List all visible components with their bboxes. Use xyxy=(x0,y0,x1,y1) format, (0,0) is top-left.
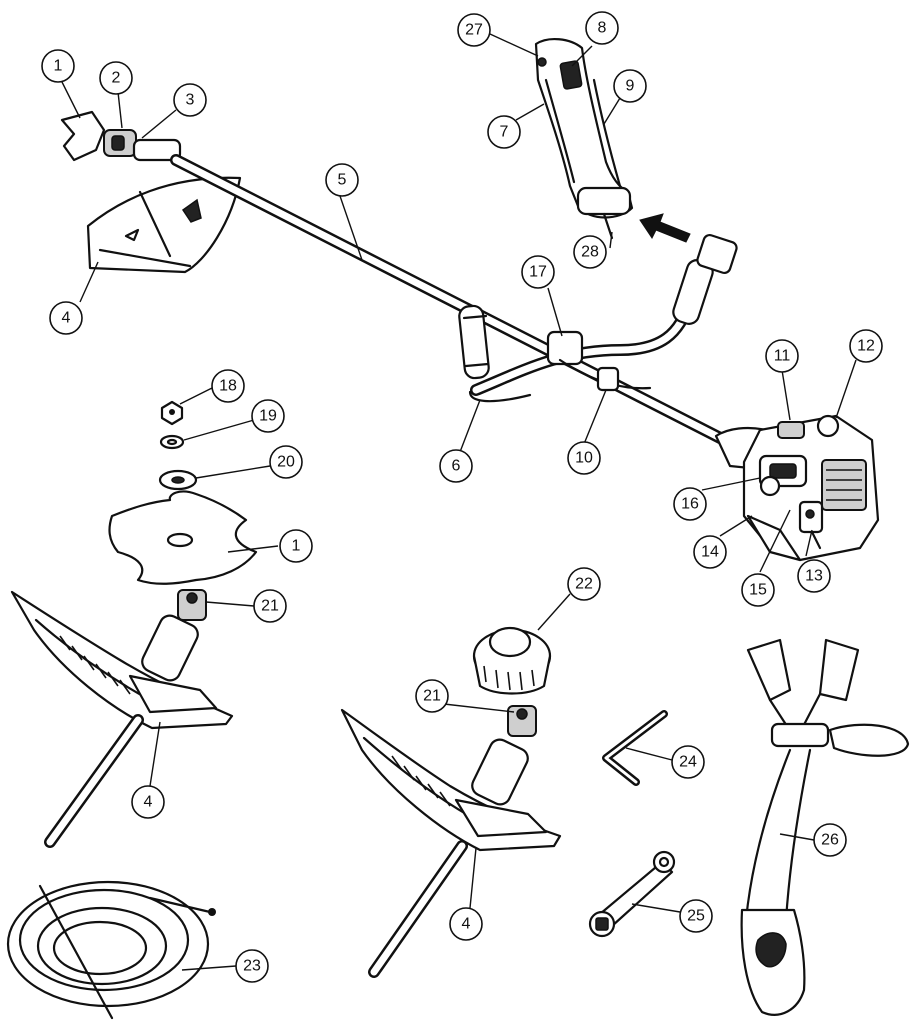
cylinder-cover xyxy=(821,459,867,511)
spanner-wrench xyxy=(588,850,676,938)
callout-23: 23 xyxy=(235,949,269,983)
svg-text:4: 4 xyxy=(62,310,71,327)
harness-buckle-icon xyxy=(755,932,787,968)
svg-text:23: 23 xyxy=(243,958,261,975)
trimmer-head xyxy=(472,626,552,695)
handlebar-assembly xyxy=(458,233,738,403)
left-guard-assembly xyxy=(10,589,234,848)
choke-knob xyxy=(759,475,781,497)
svg-text:5: 5 xyxy=(338,172,347,189)
callout-20: 20 xyxy=(269,445,303,479)
fuel-cap xyxy=(816,414,840,438)
svg-text:1: 1 xyxy=(292,538,301,555)
svg-text:2: 2 xyxy=(112,70,121,87)
callout-1: 1 xyxy=(41,49,75,83)
callout-11: 11 xyxy=(765,339,799,373)
center-gearhead xyxy=(471,738,529,806)
svg-text:3: 3 xyxy=(186,92,195,109)
svg-text:22: 22 xyxy=(575,576,593,593)
svg-text:4: 4 xyxy=(144,794,153,811)
svg-text:8: 8 xyxy=(598,20,607,37)
callout-13: 13 xyxy=(797,559,831,593)
callout-10: 10 xyxy=(567,441,601,475)
svg-text:18: 18 xyxy=(219,378,237,395)
svg-text:9: 9 xyxy=(626,78,635,95)
svg-text:13: 13 xyxy=(805,568,823,585)
svg-text:6: 6 xyxy=(452,458,461,475)
svg-text:27: 27 xyxy=(465,22,483,39)
primer-cap xyxy=(777,421,805,439)
main-shaft xyxy=(170,154,738,450)
svg-text:25: 25 xyxy=(687,908,705,925)
left-gearhead xyxy=(141,614,199,682)
callout-12: 12 xyxy=(849,329,883,363)
callout-9: 9 xyxy=(613,69,647,103)
callout-4-left: 4 xyxy=(131,785,165,819)
callout-8: 8 xyxy=(585,11,619,45)
guard-logo-icon xyxy=(181,198,202,223)
callout-3: 3 xyxy=(173,83,207,117)
svg-text:15: 15 xyxy=(749,582,767,599)
callout-15: 15 xyxy=(741,573,775,607)
svg-text:11: 11 xyxy=(774,348,791,365)
top-guard xyxy=(86,176,242,274)
trigger-switch xyxy=(559,60,583,90)
svg-text:4: 4 xyxy=(462,916,471,933)
callout-7: 7 xyxy=(487,115,521,149)
svg-text:21: 21 xyxy=(423,688,441,705)
callout-1-blade: 1 xyxy=(279,529,313,563)
svg-text:10: 10 xyxy=(575,450,593,467)
trimmer-line-coil xyxy=(6,880,216,1020)
assembly-arrow-icon xyxy=(639,213,691,243)
callout-21-left: 21 xyxy=(253,589,287,623)
svg-text:17: 17 xyxy=(529,264,547,281)
svg-text:20: 20 xyxy=(277,454,295,471)
callout-24: 24 xyxy=(671,745,705,779)
svg-text:24: 24 xyxy=(679,754,697,771)
callout-22: 22 xyxy=(567,567,601,601)
svg-text:14: 14 xyxy=(701,544,719,561)
callout-16: 16 xyxy=(673,487,707,521)
callout-21-center: 21 xyxy=(415,679,449,713)
callout-17: 17 xyxy=(521,255,555,289)
svg-text:28: 28 xyxy=(581,244,599,261)
svg-text:7: 7 xyxy=(500,124,509,141)
throttle-handle xyxy=(534,38,634,240)
callout-4-center: 4 xyxy=(449,907,483,941)
callout-26: 26 xyxy=(813,823,847,857)
top-blade xyxy=(60,110,106,162)
callout-5: 5 xyxy=(325,163,359,197)
svg-text:26: 26 xyxy=(821,832,839,849)
callout-2: 2 xyxy=(99,61,133,95)
shoulder-harness xyxy=(740,638,910,1016)
fuel-tank xyxy=(746,514,802,562)
callout-6: 6 xyxy=(439,449,473,483)
callout-4: 4 xyxy=(49,301,83,335)
handlebar-clamp xyxy=(546,330,584,366)
hex-wrench xyxy=(602,710,668,786)
leader-lines xyxy=(61,33,857,971)
center-guard-assembly xyxy=(340,705,562,978)
callout-14: 14 xyxy=(693,535,727,569)
callout-18: 18 xyxy=(211,369,245,403)
svg-text:21: 21 xyxy=(261,598,279,615)
callout-25: 25 xyxy=(679,899,713,933)
svg-text:19: 19 xyxy=(259,408,277,425)
stop-button xyxy=(537,57,547,67)
engine-body xyxy=(742,414,880,562)
svg-text:16: 16 xyxy=(681,496,699,513)
callout-28: 28 xyxy=(573,235,607,269)
svg-text:12: 12 xyxy=(857,338,875,355)
blade-hardware xyxy=(108,400,258,585)
engine-unit xyxy=(714,414,880,562)
top-cutter-head-assembly xyxy=(60,110,242,274)
svg-text:1: 1 xyxy=(54,58,63,75)
callout-27: 27 xyxy=(457,13,491,47)
callout-19: 19 xyxy=(251,399,285,433)
cable-holder xyxy=(596,366,620,392)
left-handle-grip xyxy=(458,304,490,380)
